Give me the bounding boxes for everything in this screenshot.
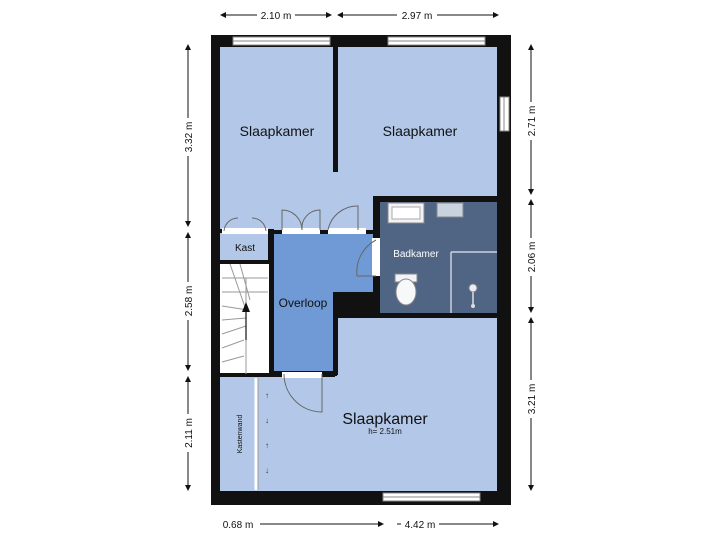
bedroom-bottom-top-wall: [333, 313, 503, 318]
door-swing-icon: [222, 205, 380, 413]
dimension-right-middle: 2.06 m: [527, 242, 538, 273]
dimension-left-middle: 2.58 m: [184, 286, 195, 317]
dimension-right-top: 2.71 m: [527, 106, 538, 137]
dimension-bottom-left: 0.68 m: [223, 520, 254, 531]
bedroom-top-right-label: Slaapkamer: [383, 123, 458, 139]
bedroom-bottom-label: Slaapkamer: [342, 411, 428, 428]
svg-text:↑: ↑: [265, 441, 269, 450]
closet-floor: [220, 232, 268, 260]
dimension-left-top: 3.32 m: [184, 122, 195, 153]
bedroom-top-left-floor: [220, 47, 333, 230]
svg-text:↓: ↓: [265, 466, 269, 475]
bedroom-bottom-floor: [220, 317, 497, 491]
wardrobe: [254, 378, 259, 490]
stair-arrow-icon: [242, 302, 250, 340]
bathroom-wall-bottom: [333, 292, 378, 314]
shower-icon: [450, 251, 497, 313]
landing-floor: [274, 234, 373, 371]
wardrobe-label: Kastenwand: [237, 415, 244, 454]
bedroom-top-left-label: Slaapkamer: [240, 123, 315, 139]
dimension-top-right: 2.97 m: [402, 11, 433, 22]
bathroom-wall: [373, 196, 503, 200]
toilet-icon: [394, 273, 418, 306]
bathroom-label: Badkamer: [393, 249, 439, 260]
landing-label: Overloop: [279, 296, 328, 310]
dimension-left-bottom: 2.11 m: [184, 418, 195, 448]
stairs: [221, 263, 268, 374]
svg-text:↓: ↓: [265, 416, 269, 425]
svg-text:↑: ↑: [265, 391, 269, 400]
closet-label: Kast: [235, 243, 255, 254]
dimension-top-left: 2.10 m: [261, 11, 292, 22]
bedroom-top-right-floor: [328, 47, 497, 230]
dimension-right-bottom: 3.21 m: [527, 384, 538, 415]
dimension-bottom-right: 4.42 m: [405, 520, 436, 531]
bedroom-bottom-height-label: h= 2.51m: [368, 427, 402, 436]
wardrobe-arrow-icon: ↑ ↓ ↑ ↓: [265, 391, 269, 475]
